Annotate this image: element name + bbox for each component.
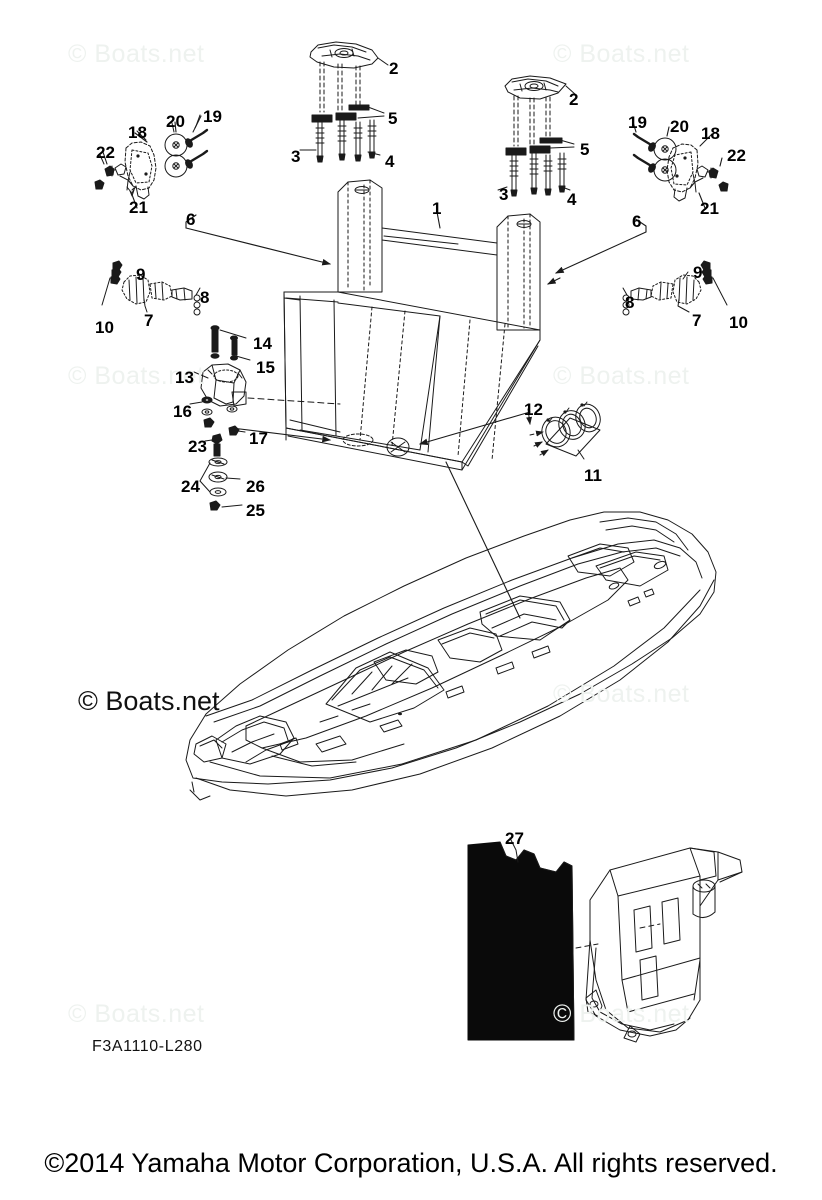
callout-22-left: 22 <box>96 143 115 162</box>
callout-22-right: 22 <box>727 146 746 165</box>
callout-7-right: 7 <box>692 311 702 330</box>
callout-14: 14 <box>253 334 272 353</box>
callout-24: 24 <box>181 477 200 496</box>
latch-assembly <box>189 325 341 511</box>
callout-2-left: 2 <box>389 59 399 78</box>
callout-12: 12 <box>524 400 543 419</box>
diagram-code-label: F3A1110-L280 <box>92 1038 203 1055</box>
callout-6-right: 6 <box>632 212 642 231</box>
callout-6-left: 6 <box>186 210 196 229</box>
callout-16: 16 <box>173 402 192 421</box>
callout-9-right: 9 <box>693 263 703 282</box>
callout-4-left: 4 <box>385 152 395 171</box>
callout-4-right: 4 <box>567 190 577 209</box>
callout-10-right: 10 <box>729 313 748 332</box>
callout-7-left: 7 <box>144 311 154 330</box>
callout-19-right: 19 <box>628 113 647 132</box>
callout-3-left: 3 <box>291 147 301 166</box>
callout-25: 25 <box>246 501 265 520</box>
callout-9-left: 9 <box>136 265 146 284</box>
boat-illustration <box>185 511 717 801</box>
seat-base-assembly <box>283 179 541 471</box>
callout-3-right: 3 <box>499 185 509 204</box>
callout-8-right: 8 <box>625 293 635 312</box>
callout-20-right: 20 <box>670 117 689 136</box>
callout-11: 11 <box>584 466 602 485</box>
bracket-left <box>101 260 201 316</box>
callout-13: 13 <box>175 368 194 387</box>
bracket-right <box>622 260 728 316</box>
callout-19-left: 19 <box>203 107 222 126</box>
callout-8-left: 8 <box>200 288 210 307</box>
hinge-plate-left <box>299 41 389 163</box>
callout-17: 17 <box>249 429 268 448</box>
callout-2-right: 2 <box>569 90 579 109</box>
copyright-notice: ©2014 Yamaha Motor Corporation, U.S.A. A… <box>44 1148 778 1178</box>
callout-5-left: 5 <box>388 109 398 128</box>
callout-18-left: 18 <box>128 123 147 142</box>
callout-26: 26 <box>246 477 265 496</box>
callout-27: 27 <box>505 829 524 848</box>
bracket-cluster-left <box>94 114 209 200</box>
callout-15: 15 <box>256 358 275 377</box>
callout-1: 1 <box>432 199 442 218</box>
callout-21-right: 21 <box>700 199 719 218</box>
callout-5-right: 5 <box>580 140 590 159</box>
seat-base-detail <box>467 837 743 1043</box>
bracket-cluster-right <box>632 132 729 202</box>
callout-23: 23 <box>188 437 207 456</box>
callout-18-right: 18 <box>701 124 720 143</box>
callout-21-left: 21 <box>129 198 148 217</box>
hinge-plate-right <box>497 75 577 197</box>
callout-20-left: 20 <box>166 112 185 131</box>
cup-holder-assembly <box>526 401 601 460</box>
callout-10-left: 10 <box>95 318 114 337</box>
